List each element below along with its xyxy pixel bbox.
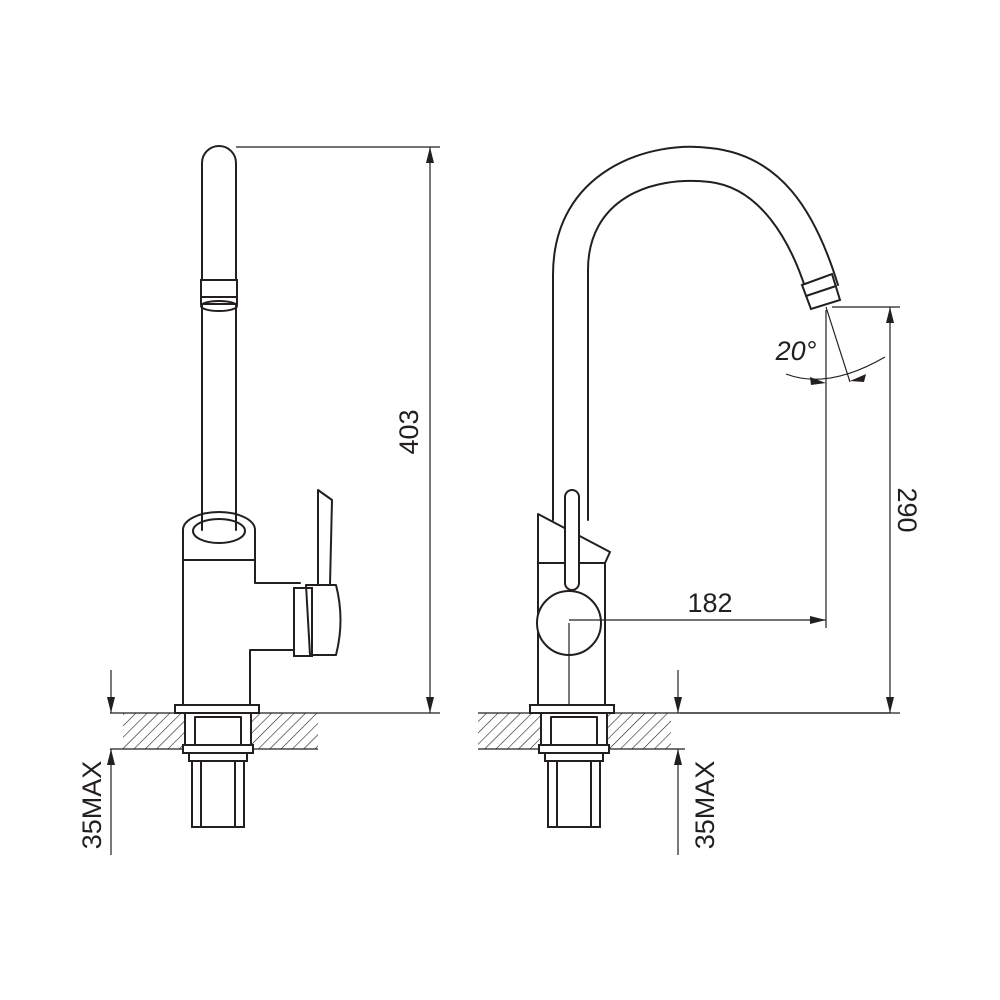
angle-20-label: 20°	[775, 336, 817, 366]
dimension-35max-right: 35MAX	[674, 670, 720, 855]
base-flange-front	[174, 704, 260, 714]
dimension-403-label: 403	[394, 409, 424, 454]
base-flange-side	[529, 704, 615, 714]
front-view	[110, 145, 342, 828]
shank-front	[191, 760, 245, 828]
dimension-290: 290	[680, 306, 922, 714]
dimension-182-label: 182	[687, 588, 732, 618]
dimension-35max-left: 35MAX	[77, 670, 115, 855]
dimension-403: 403	[236, 146, 440, 714]
angle-20: 20°	[775, 306, 886, 385]
spout-tube-front	[201, 145, 237, 531]
shank-side	[547, 760, 601, 828]
gooseneck-spout	[552, 145, 839, 521]
body-collar-front	[182, 511, 256, 549]
side-view	[478, 145, 890, 828]
handle-front	[305, 584, 342, 656]
dimension-35max-right-label: 35MAX	[690, 761, 720, 850]
dimension-182: 182	[569, 310, 827, 628]
lever-front	[317, 489, 333, 586]
lever-side	[564, 489, 580, 591]
dimension-35max-left-label: 35MAX	[77, 761, 107, 850]
dimension-290-label: 290	[892, 487, 922, 532]
